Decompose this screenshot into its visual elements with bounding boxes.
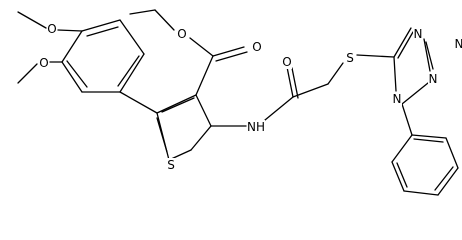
- bond-35: [393, 27, 412, 58]
- bond-41: [401, 103, 413, 136]
- bond-14: [119, 91, 158, 114]
- bond-17: [190, 125, 212, 151]
- atom-n3: N: [454, 37, 462, 51]
- bond-47: [411, 134, 447, 139]
- bond-45: [437, 167, 459, 196]
- bond-23: [212, 46, 245, 57]
- bond-44: [403, 190, 439, 196]
- atom-label-n5: N: [393, 92, 402, 106]
- atom-o3: O: [177, 27, 187, 41]
- bond-38: [393, 56, 397, 92]
- atom-background: [413, 27, 423, 41]
- atom-label-o4: O: [252, 40, 261, 54]
- bond-30: [286, 66, 294, 98]
- molecule-structure-diagram: O O O O O S NH S N N N N: [17, 9, 462, 196]
- atom-s1: S: [166, 158, 176, 172]
- atom-background: [247, 120, 265, 134]
- bond-37: [401, 82, 429, 105]
- bond-16: [195, 94, 212, 127]
- bond-15: [156, 94, 197, 114]
- bond-20: [161, 97, 195, 113]
- bond-27: [129, 9, 156, 15]
- bond-10: [117, 55, 140, 87]
- atom-s2: S: [345, 51, 355, 65]
- atom-o5: O: [282, 55, 292, 69]
- atom-label-o1: O: [47, 22, 56, 36]
- atom-n1: NH: [247, 120, 265, 134]
- bond-13: [17, 63, 38, 84]
- bond-3: [81, 19, 121, 32]
- atom-label-o5: O: [282, 55, 291, 69]
- bond-34: [356, 54, 395, 58]
- atom-o2: O: [39, 56, 49, 70]
- atom-label-o2: O: [39, 56, 48, 70]
- atom-background: [454, 37, 462, 51]
- bond-22: [195, 55, 214, 96]
- bond-36: [423, 38, 431, 72]
- atom-label-n1: NH: [247, 120, 265, 134]
- atom-background: [166, 158, 176, 172]
- atom-background: [47, 22, 57, 36]
- bond-31: [291, 67, 299, 99]
- bond-11: [66, 60, 88, 88]
- atom-o4: O: [252, 40, 262, 54]
- atom-label-s1: S: [167, 158, 175, 172]
- bond-32: [292, 83, 329, 98]
- atom-label-n2: N: [414, 27, 423, 41]
- bond-24: [215, 51, 248, 62]
- bond-7: [61, 61, 83, 93]
- atom-background: [345, 51, 355, 65]
- bond-5: [119, 53, 145, 93]
- atom-background: [282, 55, 292, 69]
- atom-o1: O: [47, 22, 57, 36]
- atom-label-n4: N: [429, 72, 438, 86]
- atom-label-n3: N: [455, 37, 462, 51]
- bond-50: [413, 138, 444, 143]
- atom-background: [392, 92, 402, 106]
- bond-40: [425, 41, 434, 70]
- bond-26: [154, 9, 175, 31]
- atom-background: [428, 72, 438, 86]
- bond-46: [445, 137, 459, 169]
- bond-1: [17, 11, 47, 29]
- atom-background: [177, 27, 187, 41]
- atom-label-o3: O: [177, 27, 186, 41]
- bond-21: [156, 117, 168, 153]
- atom-n4: N: [428, 72, 438, 86]
- atom-label-s2: S: [346, 51, 354, 65]
- bond-42: [391, 134, 413, 163]
- bond-9: [86, 26, 119, 37]
- bond-8: [61, 30, 83, 63]
- bond-49: [434, 166, 454, 191]
- bond-lines: [17, 9, 459, 196]
- bond-4: [119, 19, 145, 55]
- atom-n2: N: [413, 27, 423, 41]
- bond-25: [189, 37, 214, 57]
- bond-39: [397, 31, 414, 59]
- bond-2: [57, 29, 83, 32]
- atom-n5: N: [392, 92, 402, 106]
- bond-33: [327, 62, 344, 85]
- atom-labels: O O O O O S NH S N N N N: [39, 22, 462, 172]
- bond-43: [391, 161, 405, 192]
- bond-29: [264, 96, 294, 121]
- bond-48: [396, 162, 408, 188]
- atom-background: [39, 56, 49, 70]
- atom-background: [252, 40, 262, 54]
